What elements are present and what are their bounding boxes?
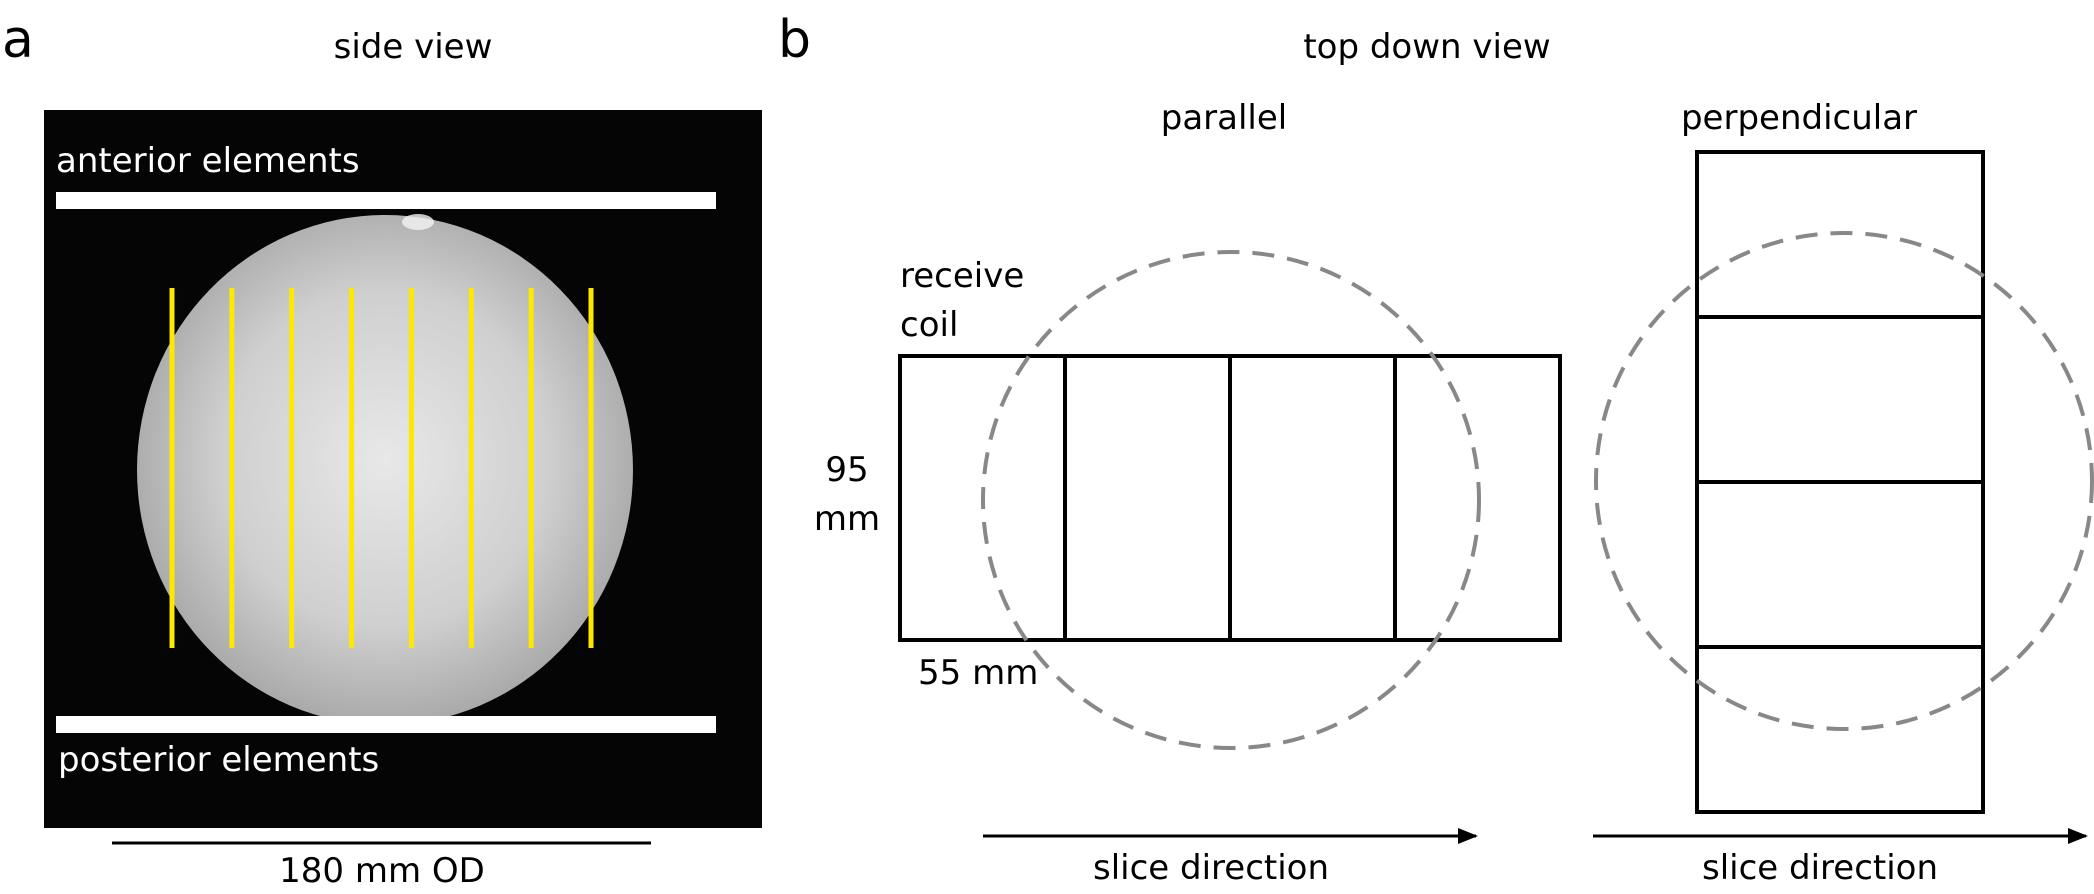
phantom-highlight xyxy=(402,214,434,230)
receive-coil-label-line1: receive xyxy=(900,256,1024,296)
coil-element xyxy=(1393,354,1562,642)
panel-a: a side view anterior elements posterior … xyxy=(2,10,762,891)
perpendicular-configuration: perpendicular slice direction xyxy=(1593,98,2094,888)
slice-lines xyxy=(169,288,594,648)
panel-b-title: top down view xyxy=(1303,27,1550,67)
coil-element xyxy=(1228,354,1397,642)
panel-a-letter: a xyxy=(2,10,34,70)
perpendicular-slice-label: slice direction xyxy=(1702,848,1938,888)
coil-element xyxy=(1695,315,1985,484)
parallel-configuration: parallel receive coil 95 mm 55 mm slice … xyxy=(814,98,1562,888)
panel-a-title: side view xyxy=(334,27,493,67)
phantom-disc xyxy=(137,215,633,725)
parallel-title: parallel xyxy=(1161,98,1288,138)
panel-b-letter: b xyxy=(778,10,811,70)
parallel-slice-label: slice direction xyxy=(1093,848,1329,888)
coil-element xyxy=(1063,354,1232,642)
receive-coil-label-line2: coil xyxy=(900,305,958,345)
perpendicular-phantom-outline xyxy=(1594,231,2094,731)
panel-b: b top down view parallel receive coil 95… xyxy=(778,10,2094,888)
coil-element xyxy=(1695,480,1985,649)
anterior-label: anterior elements xyxy=(56,141,360,181)
anterior-elements-bar xyxy=(56,192,716,209)
parallel-coil-array xyxy=(898,354,1562,642)
posterior-label: posterior elements xyxy=(58,740,379,780)
height-label-line2: mm xyxy=(814,499,880,539)
scale-label: 180 mm OD xyxy=(279,851,485,891)
width-label: 55 mm xyxy=(918,653,1038,693)
parallel-phantom-outline xyxy=(981,250,1481,750)
coil-element xyxy=(1695,645,1985,814)
posterior-elements-bar xyxy=(56,716,716,733)
perpendicular-title: perpendicular xyxy=(1681,98,1917,138)
height-label-line1: 95 xyxy=(825,450,868,490)
perpendicular-coil-array xyxy=(1695,150,1985,814)
